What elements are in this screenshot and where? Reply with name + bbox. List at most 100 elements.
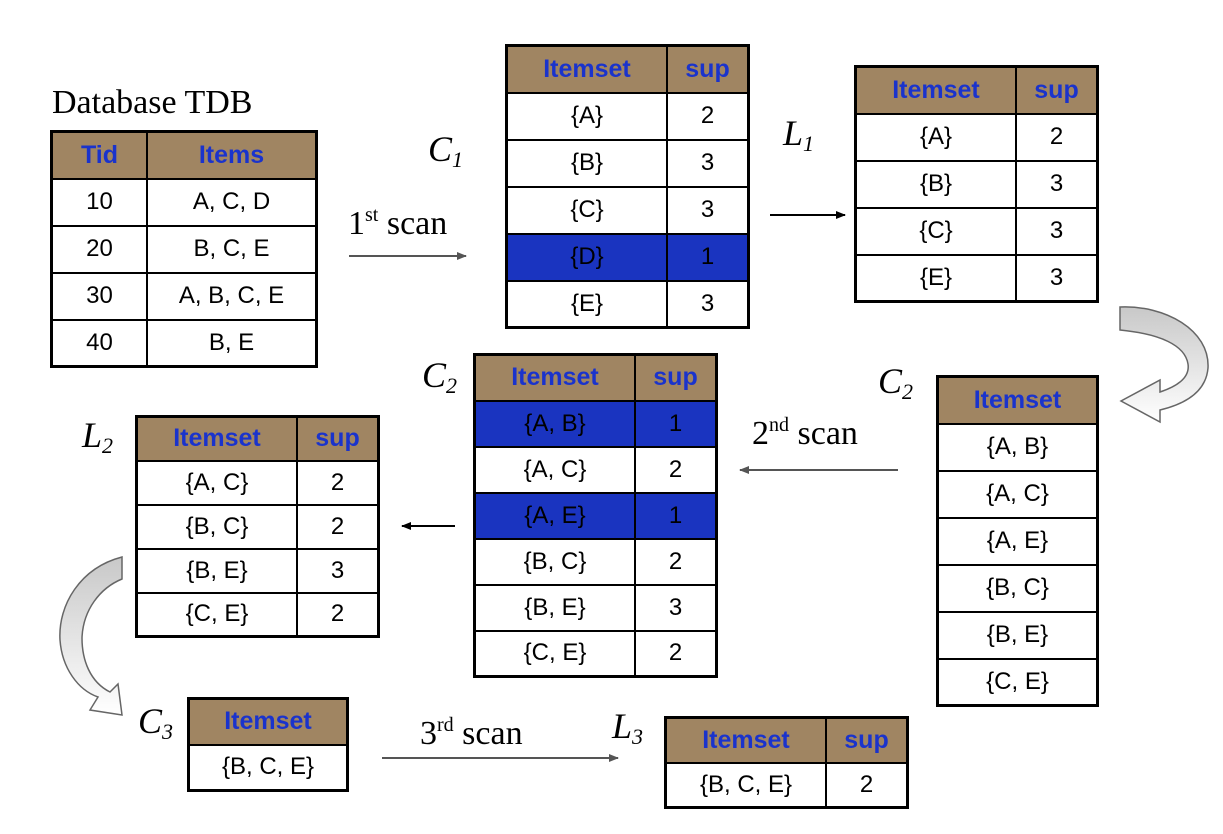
itemset-cell: {A, C}	[936, 469, 1099, 519]
tid-cell: 20	[50, 224, 148, 274]
itemset-cell: {D}	[505, 232, 668, 282]
sup-cell: 1	[666, 232, 750, 282]
itemset-cell: {A}	[505, 91, 668, 141]
table-row: {A}2	[505, 91, 750, 141]
itemset-cell: {A, C}	[473, 445, 636, 494]
c3-table: Itemset {B, C, E}	[187, 697, 349, 792]
third-scan-label: 3rd scan	[420, 714, 523, 752]
table-row: 20 B, C, E	[50, 224, 318, 274]
itemset-cell: {B, C}	[936, 563, 1099, 613]
sup-header: sup	[634, 353, 718, 402]
table-row: {C, E}2	[135, 591, 380, 638]
tid-cell: 40	[50, 318, 148, 368]
table-row: {A, E}	[936, 516, 1099, 566]
items-cell: A, C, D	[146, 177, 318, 227]
table-row: {B, E}3	[473, 583, 718, 632]
table-row-pruned: {A, E}1	[473, 491, 718, 540]
sup-cell: 2	[825, 761, 909, 809]
table-row: {B}3	[854, 159, 1099, 209]
items-cell: B, C, E	[146, 224, 318, 274]
itemset-header: Itemset	[187, 697, 349, 746]
sup-cell: 2	[634, 537, 718, 586]
itemset-cell: {B, C}	[135, 503, 298, 550]
itemset-header: Itemset	[664, 716, 827, 764]
first-scan-label: 1st scan	[348, 204, 448, 242]
itemset-header: Itemset	[936, 375, 1099, 425]
c2-counted-table: Itemset sup {A, B}1 {A, C}2 {A, E}1 {B, …	[473, 353, 718, 678]
tid-cell: 30	[50, 271, 148, 321]
l2-label: L2	[82, 415, 114, 458]
itemset-cell: {C, E}	[473, 629, 636, 678]
c2-counted-label: C2	[422, 355, 458, 398]
l1-label: L1	[783, 113, 815, 156]
l1-table: Itemset sup {A}2 {B}3 {C}3 {E}3	[854, 65, 1099, 303]
table-row: {B, E}3	[135, 547, 380, 594]
itemset-cell: {B, C}	[473, 537, 636, 586]
table-row: {B}3	[505, 138, 750, 188]
table-row: 30 A, B, C, E	[50, 271, 318, 321]
itemset-cell: {C, E}	[936, 657, 1099, 707]
sup-header: sup	[825, 716, 909, 764]
itemset-cell: {B, C, E}	[664, 761, 827, 809]
table-row-pruned: {D}1	[505, 232, 750, 282]
curved-arrow-l1-to-c2	[1119, 306, 1209, 424]
itemset-cell: {E}	[854, 253, 1017, 303]
l2-table: Itemset sup {A, C}2 {B, C}2 {B, E}3 {C, …	[135, 415, 380, 638]
itemset-cell: {A, B}	[936, 422, 1099, 472]
table-row: 40 B, E	[50, 318, 318, 368]
sup-header: sup	[666, 44, 750, 94]
sup-cell: 2	[296, 591, 380, 638]
sup-cell: 3	[1015, 159, 1099, 209]
c1-label: C1	[428, 129, 464, 172]
items-cell: B, E	[146, 318, 318, 368]
itemset-cell: {B, C, E}	[187, 743, 349, 792]
itemset-cell: {C}	[505, 185, 668, 235]
table-row: {A, C}2	[135, 459, 380, 506]
itemset-cell: {B}	[854, 159, 1017, 209]
sup-cell: 1	[634, 491, 718, 540]
itemset-cell: {B, E}	[936, 610, 1099, 660]
table-row: {B, C}	[936, 563, 1099, 613]
tid-cell: 10	[50, 177, 148, 227]
items-cell: A, B, C, E	[146, 271, 318, 321]
itemset-cell: {B, E}	[135, 547, 298, 594]
sup-cell: 3	[666, 185, 750, 235]
itemset-cell: {B}	[505, 138, 668, 188]
itemset-cell: {A, E}	[936, 516, 1099, 566]
table-row: {A, B}	[936, 422, 1099, 472]
itemset-cell: {C}	[854, 206, 1017, 256]
table-row: {E}3	[854, 253, 1099, 303]
l3-label: L3	[612, 706, 644, 749]
table-row: {B, C}2	[135, 503, 380, 550]
table-row: {A, C}2	[473, 445, 718, 494]
sup-cell: 2	[666, 91, 750, 141]
table-row: {C}3	[505, 185, 750, 235]
table-row: {B, C, E}2	[664, 761, 909, 809]
sup-cell: 3	[666, 138, 750, 188]
itemset-cell: {A}	[854, 112, 1017, 162]
sup-cell: 3	[296, 547, 380, 594]
itemset-cell: {E}	[505, 279, 668, 329]
itemset-cell: {A, E}	[473, 491, 636, 540]
table-row-pruned: {A, B}1	[473, 399, 718, 448]
table-row: {E}3	[505, 279, 750, 329]
sup-cell: 2	[296, 503, 380, 550]
c1-table: Itemset sup {A}2 {B}3 {C}3 {D}1 {E}3	[505, 44, 750, 329]
sup-cell: 3	[1015, 253, 1099, 303]
sup-cell: 3	[666, 279, 750, 329]
table-row: {A, C}	[936, 469, 1099, 519]
itemset-cell: {A, C}	[135, 459, 298, 506]
table-row: {C, E}	[936, 657, 1099, 707]
sup-cell: 1	[634, 399, 718, 448]
c3-label: C3	[138, 701, 174, 744]
itemset-header: Itemset	[505, 44, 668, 94]
itemset-header: Itemset	[854, 65, 1017, 115]
tid-header: Tid	[50, 130, 148, 180]
curved-arrow-l2-to-c3	[59, 556, 123, 716]
sup-cell: 2	[634, 629, 718, 678]
itemset-cell: {C, E}	[135, 591, 298, 638]
table-row: 10 A, C, D	[50, 177, 318, 227]
table-row: {C, E}2	[473, 629, 718, 678]
sup-header: sup	[296, 415, 380, 462]
